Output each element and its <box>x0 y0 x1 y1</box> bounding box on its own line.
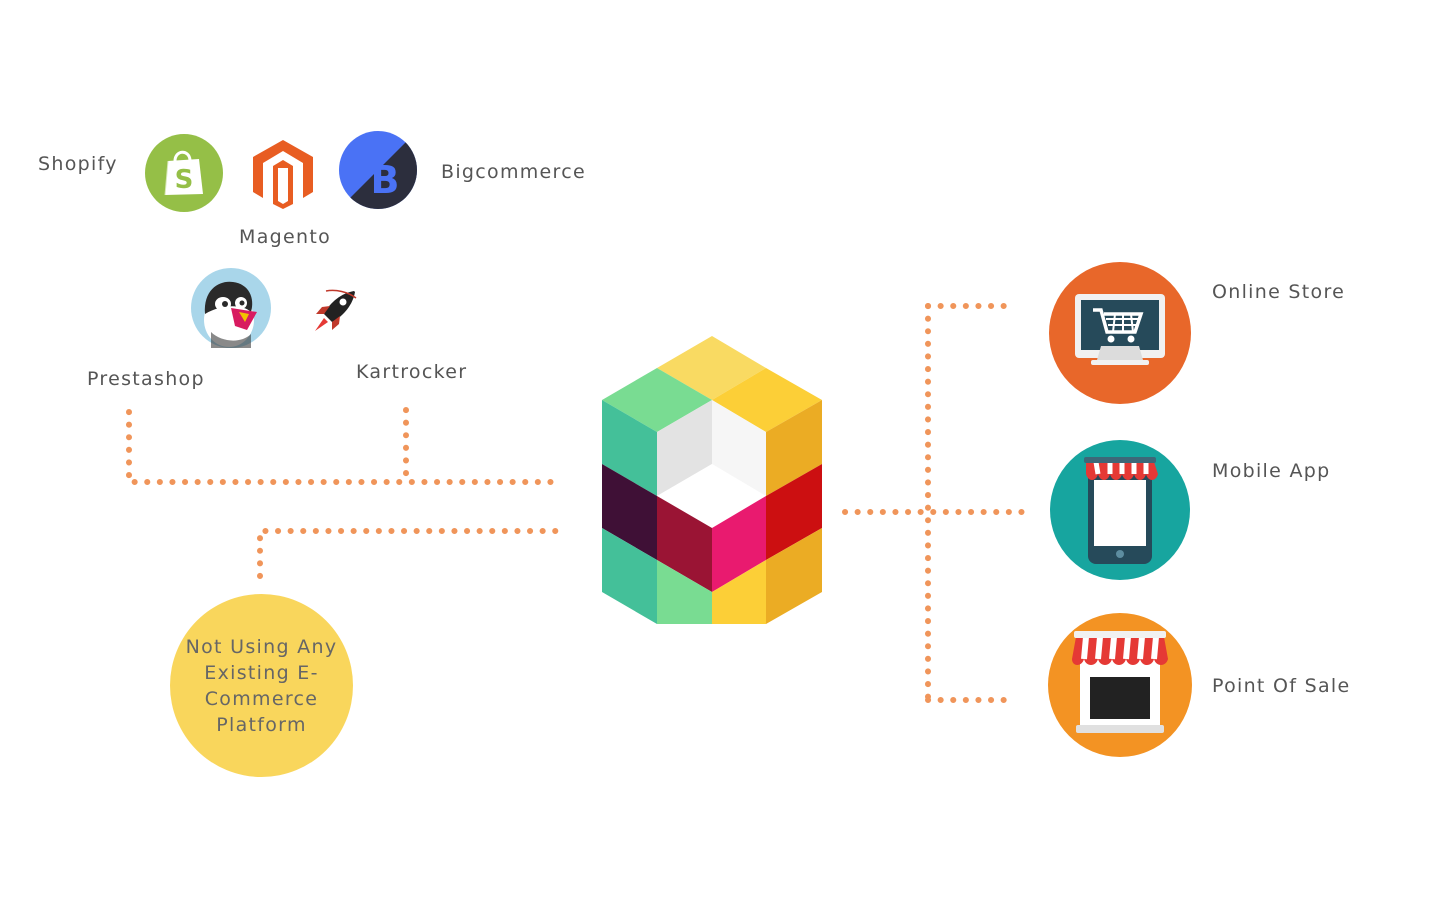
shopping-bag-icon[interactable]: S <box>145 134 223 216</box>
monitor-cart-icon[interactable] <box>1049 262 1191 408</box>
label-shopify: Shopify <box>38 153 118 175</box>
label-kartrocker: Kartrocker <box>356 361 467 383</box>
puffin-icon[interactable] <box>191 268 271 352</box>
connector-not-using <box>260 531 562 576</box>
not-using-platform-circle[interactable]: Not Using Any Existing E-Commerce Platfo… <box>170 594 353 777</box>
label-bigcommerce: Bigcommerce <box>441 161 586 183</box>
connector-prestashop <box>129 412 562 482</box>
svg-text:B: B <box>371 158 400 202</box>
label-magento: Magento <box>239 226 331 248</box>
label-prestashop: Prestashop <box>87 368 205 390</box>
label-mobile-app: Mobile App <box>1212 460 1330 482</box>
bigcommerce-logo-icon[interactable]: B <box>339 131 417 213</box>
label-point-of-sale: Point Of Sale <box>1212 675 1350 697</box>
storefront-icon[interactable] <box>1048 613 1192 761</box>
rocket-icon[interactable] <box>312 288 358 338</box>
phone-store-icon[interactable] <box>1050 440 1190 584</box>
cube-logo-icon <box>600 336 824 630</box>
svg-text:S: S <box>175 165 194 195</box>
label-online-store: Online Store <box>1212 281 1345 303</box>
magento-logo-icon[interactable] <box>251 138 315 214</box>
not-using-platform-label: Not Using Any Existing E-Commerce Platfo… <box>182 634 342 738</box>
